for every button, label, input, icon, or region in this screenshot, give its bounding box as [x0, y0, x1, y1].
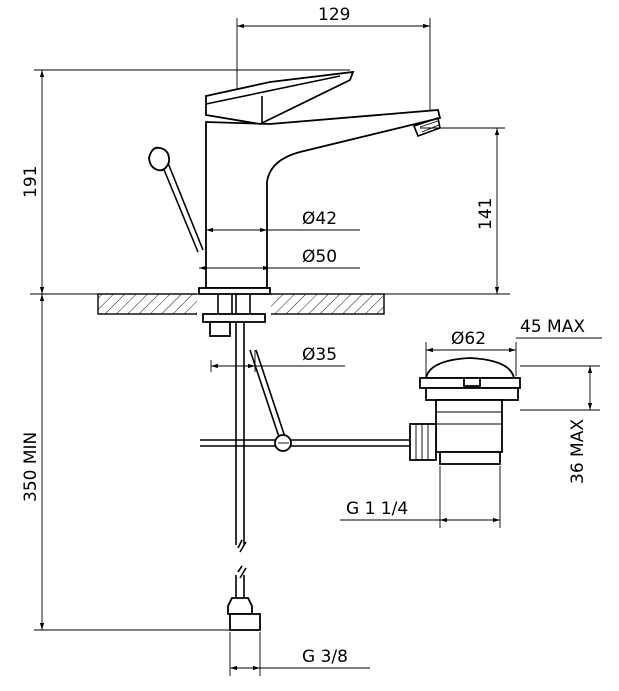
popup-rod: [148, 146, 204, 253]
dim-36-max: 36 MAX: [568, 419, 588, 484]
dim-o50: Ø50: [302, 247, 337, 267]
faucet-body: [198, 70, 442, 295]
pull-rod: [200, 434, 410, 452]
countertop: [30, 292, 510, 316]
dim-g-1-1-4: G 1 1/4: [346, 499, 408, 519]
dim-141: 141: [476, 198, 496, 230]
dim-g-3-8: G 3/8: [302, 647, 348, 667]
dim-129: 129: [318, 5, 350, 25]
dim-o35: Ø35: [302, 345, 337, 365]
mounting-assembly: [202, 294, 287, 631]
dimension-labels: 129 191 141 Ø42 Ø50 Ø35 Ø62 45 MAX 36 MA…: [21, 5, 588, 667]
drain-waste: [409, 357, 521, 465]
dimension-lines: [34, 18, 602, 676]
dim-o62: Ø62: [451, 329, 486, 349]
dim-45-max: 45 MAX: [520, 317, 585, 337]
dim-350-min: 350 MIN: [21, 432, 41, 502]
dim-o42: Ø42: [302, 209, 337, 229]
dim-191: 191: [21, 166, 41, 198]
